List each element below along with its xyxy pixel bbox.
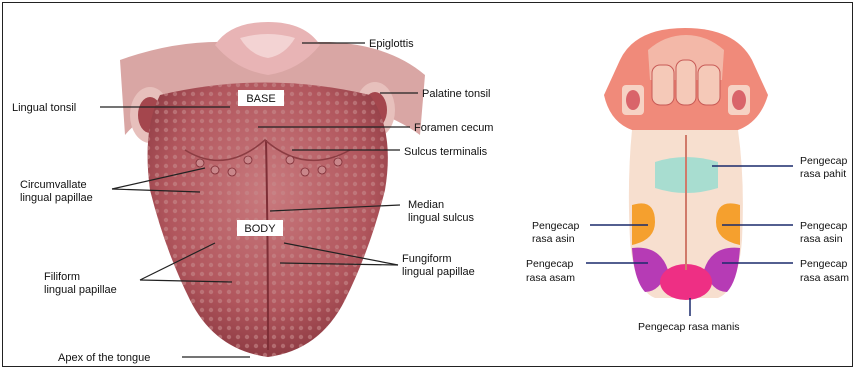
label-asam-right-2: rasa asam [800,272,849,284]
label-lingual-tonsil: Lingual tonsil [12,102,76,114]
label-median-2: lingual sulcus [408,212,475,224]
label-asin-right-2: rasa asin [800,233,843,245]
label-manis: Pengecap rasa manis [638,321,740,333]
taste-map-tongue [604,28,768,300]
label-foramen-cecum: Foramen cecum [414,122,493,134]
label-fungiform-1: Fungiform [402,253,452,265]
label-asin-left-2: rasa asin [532,233,575,245]
label-fungiform-2: lingual papillae [402,266,475,278]
label-epiglottis: Epiglottis [369,38,414,50]
label-pahit-2: rasa pahit [800,168,846,180]
label-palatine-tonsil: Palatine tonsil [422,88,491,100]
label-circumvallate-2: lingual papillae [20,192,93,204]
label-asin-left-1: Pengecap [532,220,579,232]
base-label: BASE [246,93,275,105]
body-label: BODY [244,223,276,235]
label-asam-left-2: rasa asam [526,272,575,284]
label-filiform-1: Filiform [44,271,80,283]
label-median-1: Median [408,199,444,211]
label-circumvallate-1: Circumvallate [20,179,87,191]
anatomical-tongue: BASE BODY [120,22,425,357]
label-asam-left-1: Pengecap [526,258,573,270]
label-filiform-2: lingual papillae [44,284,117,296]
label-asin-right-1: Pengecap [800,220,847,232]
label-asam-right-1: Pengecap [800,258,847,270]
label-apex: Apex of the tongue [58,352,150,364]
label-pahit-1: Pengecap [800,155,847,167]
label-sulcus-terminalis: Sulcus terminalis [404,146,488,158]
